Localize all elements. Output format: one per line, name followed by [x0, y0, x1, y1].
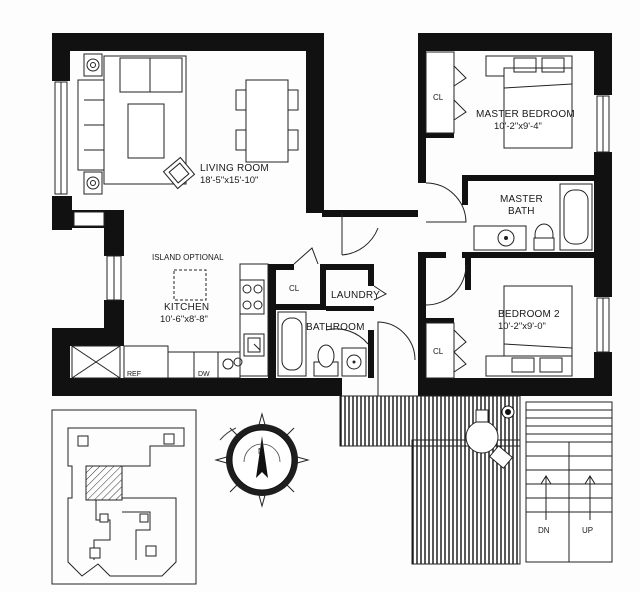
windows: [54, 81, 610, 353]
master-bath-name-line1: MASTER: [500, 194, 543, 205]
compass-north-label: N: [258, 447, 264, 456]
bedroom2-dims: 10'-2"x9'-0": [498, 321, 546, 332]
stair-up-label: UP: [582, 526, 593, 535]
bathroom-name: BATHROOM: [306, 322, 365, 333]
stairs: [525, 401, 613, 563]
master-bedroom-name: MASTER BEDROOM: [476, 109, 575, 120]
kitchen-fixtures: [71, 263, 269, 379]
living-room-name: LIVING ROOM: [200, 163, 269, 174]
key-plan: [51, 409, 197, 585]
compass-rose: [214, 412, 310, 508]
master-bedroom-dims: 10'-2"x9'-4": [494, 121, 542, 132]
room-labels: LIVING ROOM 18'-5"x15'-10" MASTER BEDROO…: [127, 93, 593, 535]
bedroom2-name: BEDROOM 2: [498, 309, 560, 320]
bedroom2-fixtures: [425, 285, 573, 379]
master-closet-label: CL: [433, 93, 444, 102]
master-bedroom-fixtures: [425, 51, 593, 251]
kitchen-dims: 10'-6"x8'-8": [160, 314, 208, 325]
doors: [293, 65, 467, 396]
stair-down-label: DN: [538, 526, 550, 535]
island-optional-label: ISLAND OPTIONAL: [152, 253, 224, 262]
laundry-name: LAUNDRY: [331, 290, 380, 301]
bedroom2-closet-label: CL: [433, 347, 444, 356]
ref-label: REF: [127, 371, 141, 378]
kitchen-name: KITCHEN: [164, 302, 209, 313]
walls: [52, 33, 612, 396]
compass-arc: [219, 427, 237, 441]
living-room-dims: 18'-5"x15'-10": [200, 175, 258, 186]
hall-closet-label: CL: [289, 284, 300, 293]
master-bath-name-line2: BATH: [508, 206, 535, 217]
bathroom-fixtures: [277, 311, 367, 377]
living-furniture: [77, 53, 299, 195]
deck: [339, 395, 521, 565]
dw-label: DW: [198, 371, 210, 378]
